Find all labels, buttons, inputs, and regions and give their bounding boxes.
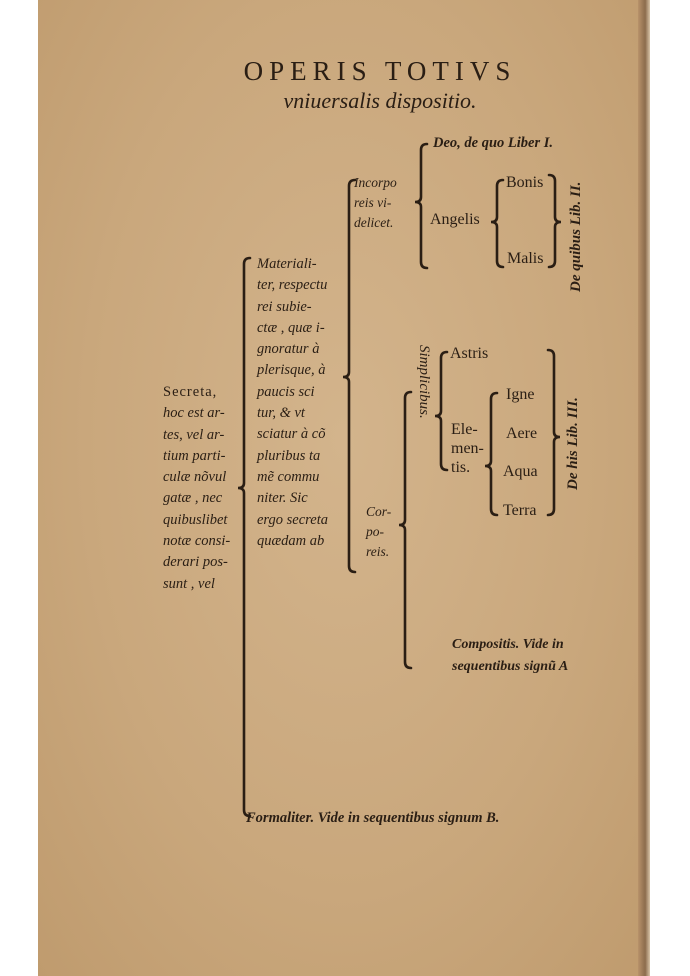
- root-line: hoc est ar-: [163, 405, 225, 422]
- formaliter-entry: Formaliter. Vide in sequentibus signum B…: [246, 810, 500, 826]
- brace-angelis: [490, 178, 505, 269]
- corporeis-line: reis.: [366, 544, 390, 559]
- angelis-label: Angelis: [430, 211, 480, 228]
- root-line: gatæ , nec: [163, 490, 223, 507]
- root-line: tium parti-: [163, 447, 226, 464]
- aqua-label: Aqua: [503, 463, 538, 480]
- materialiter-line: plerisque, à: [257, 362, 326, 379]
- materialiter-line: Materiali-: [257, 256, 317, 272]
- igne-label: Igne: [506, 386, 535, 403]
- root-line: notæ consi-: [163, 533, 231, 550]
- root-line: culæ nõvul: [163, 469, 227, 486]
- materialiter-line: quædam ab: [257, 532, 325, 549]
- compositis-block: Compositis. Vide in sequentibus signũ A: [452, 634, 568, 678]
- materialiter-line: ergo secreta: [257, 511, 328, 528]
- elementis-block: Ele-men-tis.: [451, 420, 484, 477]
- root-line: quibuslibet: [163, 511, 228, 528]
- incorporeis-line: delicet.: [354, 215, 394, 230]
- corporeis-line: Cor-: [366, 504, 392, 519]
- root-line: Secreta,: [163, 384, 218, 400]
- brace-materialiter: [342, 178, 357, 574]
- root-line: sunt , vel: [163, 575, 215, 592]
- materialiter-line: paucis sci: [257, 383, 315, 400]
- corporeis-line: po-: [366, 524, 384, 539]
- root-secreta: Secreta, hoc est ar-tes, vel ar-tium part…: [163, 382, 230, 595]
- page-edge: [638, 0, 650, 976]
- deo-entry: Deo, de quo Liber I.: [433, 135, 554, 151]
- elementis-line: tis.: [451, 459, 471, 476]
- materialiter-line: sciatur à cõ: [257, 426, 326, 443]
- materialiter-line: ctæ , quæ i-: [257, 319, 325, 336]
- bonis-label: Bonis: [506, 174, 544, 191]
- elementis-line: men-: [451, 440, 484, 457]
- brace-simplicibus: [434, 350, 449, 472]
- brace-elementis: [484, 391, 499, 517]
- corporeis-block: Cor-po-reis.: [366, 502, 391, 562]
- brace-corporeis: [398, 390, 413, 670]
- compositis-line: Compositis. Vide in: [452, 637, 564, 652]
- materialiter-line: pluribus ta: [257, 447, 321, 464]
- elementis-line: Ele-: [451, 421, 478, 438]
- brace-de-quibus: [547, 173, 562, 269]
- page-subtitle: vniuersalis dispositio.: [283, 88, 477, 113]
- materialiter-line: rei subie-: [257, 298, 312, 315]
- materialiter-block: Materiali-ter, respectu rei subie-ctæ , q…: [257, 254, 328, 552]
- root-line: tes, vel ar-: [163, 426, 225, 443]
- aere-label: Aere: [506, 425, 538, 442]
- paper: [38, 0, 648, 976]
- astris-label: Astris: [450, 345, 489, 362]
- brace-secreta: [237, 256, 252, 818]
- materialiter-line: ter, respectu: [257, 277, 328, 294]
- materialiter-line: gnoratur à: [257, 341, 320, 358]
- brace-de-his: [546, 348, 561, 517]
- incorporeis-line: reis vi-: [354, 195, 392, 210]
- malis-label: Malis: [507, 250, 544, 267]
- compositis-line: sequentibus signũ A: [452, 659, 569, 674]
- incorporeis-block: Incorpo reis vi-delicet.: [354, 173, 397, 233]
- incorporeis-line: Incorpo: [354, 175, 397, 190]
- terra-label: Terra: [503, 502, 537, 519]
- brace-incorporeis: [414, 142, 429, 270]
- page-title: OPERIS TOTIVS: [243, 56, 517, 86]
- materialiter-line: niter. Sic: [257, 490, 308, 507]
- root-line: derari pos-: [163, 554, 228, 571]
- materialiter-line: mẽ commu: [257, 468, 320, 485]
- materialiter-line: tur, & vt: [257, 405, 305, 422]
